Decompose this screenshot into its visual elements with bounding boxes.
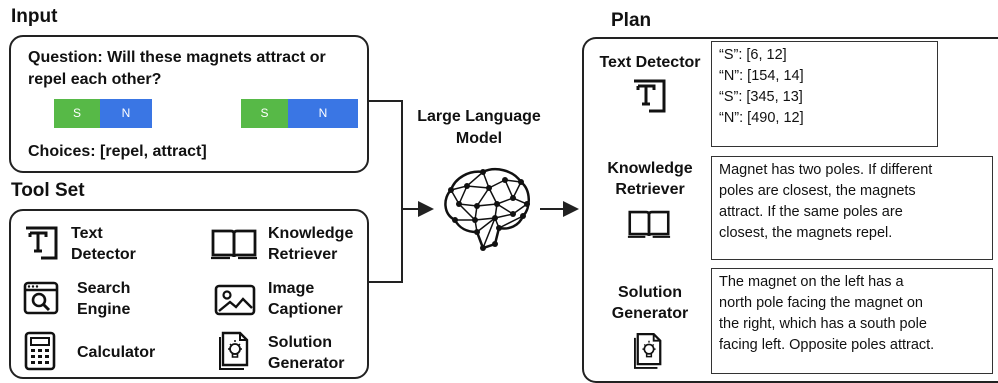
text-detector-icon — [26, 226, 58, 260]
brain-network-icon — [444, 168, 530, 251]
tool-label-calculator: Calculator — [77, 344, 156, 361]
plan-heading: Plan — [611, 10, 652, 31]
text-detector-icon — [634, 79, 666, 113]
input-heading: Input — [11, 6, 58, 27]
magnets-image: S N S N — [54, 99, 358, 128]
input-toolset-bracket — [369, 100, 403, 283]
input-panel: Question: Will these magnets attract or … — [9, 35, 369, 173]
plan-step-2-output: Magnet has two poles. If different poles… — [711, 156, 993, 260]
solution-doc-icon — [219, 331, 249, 370]
magnet-pole-s-right: S — [241, 99, 288, 128]
book-icon — [211, 229, 257, 260]
search-engine-icon — [23, 281, 59, 315]
plan-step-1-label: Text Detector — [599, 54, 701, 71]
magnet-pole-s-left: S — [54, 99, 100, 128]
plan-step-1-output: “S”: [6, 12] “N”: [154, 14] “S”: [345, 1… — [711, 41, 938, 147]
magnet-pole-n-right: N — [288, 99, 358, 128]
magnet-pole-n-left: N — [100, 99, 152, 128]
book-icon — [627, 210, 671, 238]
magnet-gap — [152, 99, 241, 128]
image-icon — [214, 284, 256, 316]
choices-text: Choices: [repel, attract] — [28, 143, 207, 160]
plan-step-3-output: The magnet on the left has a north pole … — [711, 268, 993, 374]
toolset-heading: Tool Set — [11, 180, 85, 201]
question-text: Question: Will these magnets attract or … — [28, 49, 326, 88]
calculator-icon — [24, 331, 56, 371]
solution-doc-icon — [634, 333, 662, 369]
